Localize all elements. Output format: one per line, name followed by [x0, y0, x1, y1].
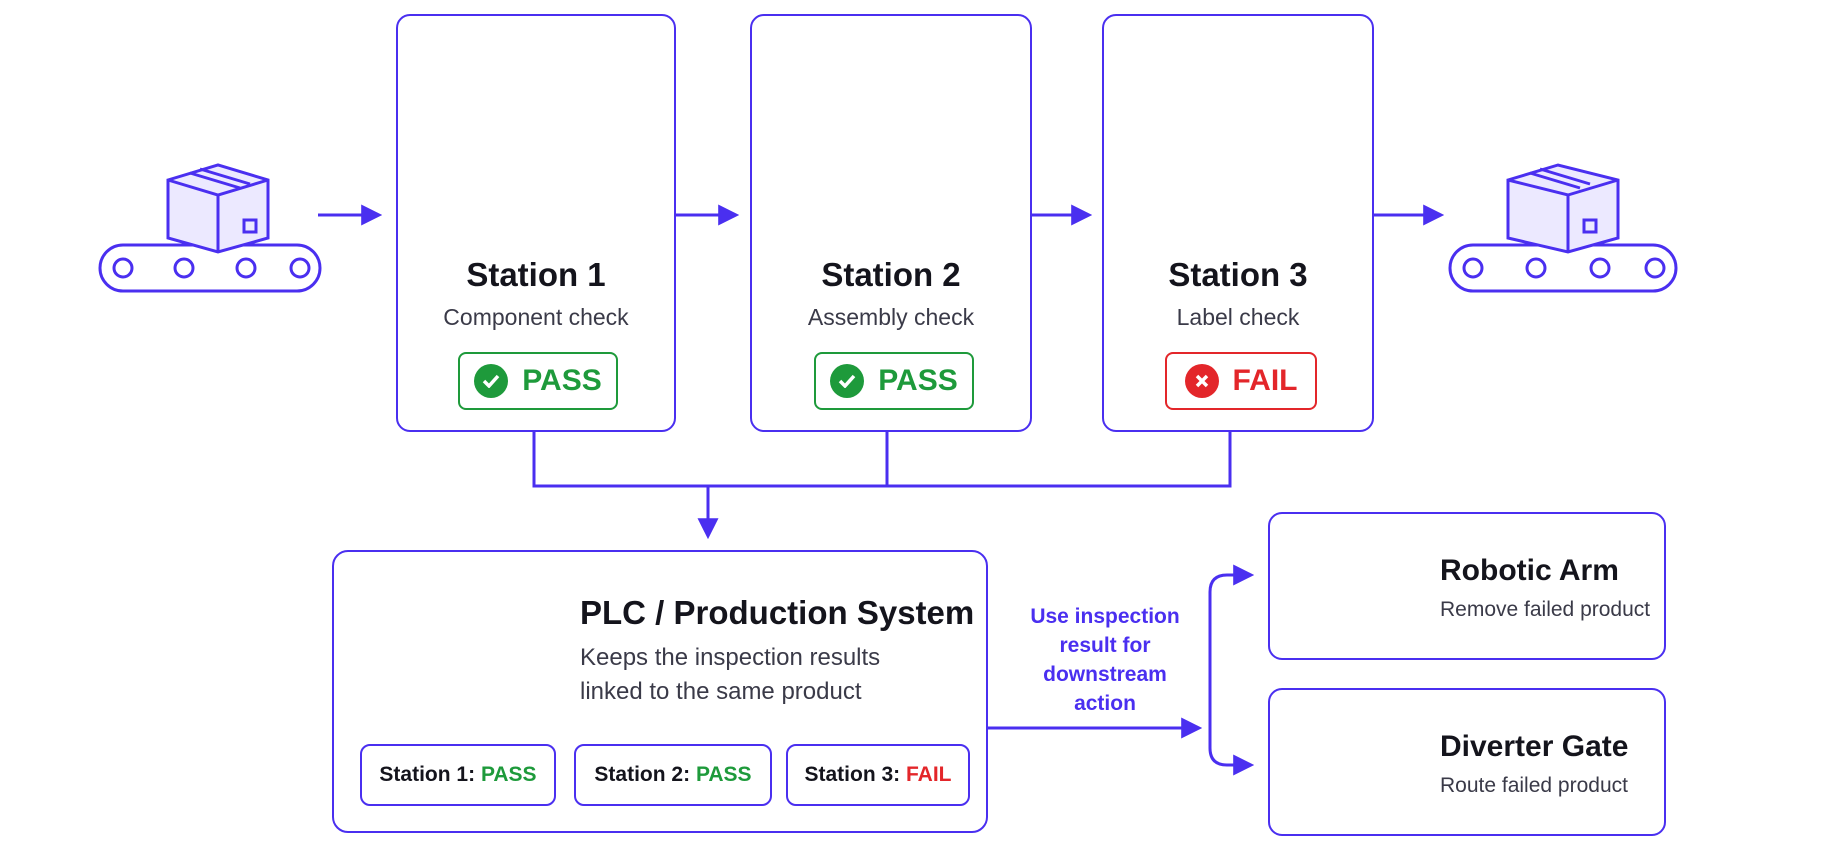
- flow-note-line: Use inspection: [1030, 605, 1180, 628]
- status-badge: FAIL: [1165, 352, 1317, 410]
- result-pill-2: Station 2: PASS: [574, 744, 772, 806]
- flow-note-line: downstream: [1043, 663, 1167, 686]
- input-conveyor-icon: [98, 163, 322, 293]
- status-badge: PASS: [458, 352, 618, 410]
- station-subtitle: Label check: [1176, 304, 1300, 330]
- plc-title: PLC / Production System: [580, 594, 975, 631]
- station-title: Station 3: [1168, 256, 1308, 293]
- x-circle-icon: [1184, 364, 1219, 398]
- action-title: Diverter Gate: [1440, 730, 1629, 763]
- result-label: Station 3:: [804, 763, 901, 786]
- flow-arrows: [318, 204, 1445, 776]
- diverter-gate-card: Diverter Gate Route failed product: [1268, 688, 1666, 836]
- result-label: Station 1:: [379, 763, 476, 786]
- station-card-1: Station 1 Component check PASS: [396, 14, 676, 432]
- status-label: PASS: [878, 364, 958, 397]
- robotic-arm-card: Robotic Arm Remove failed product: [1268, 512, 1666, 660]
- action-subtitle: Route failed product: [1440, 774, 1628, 797]
- plc-description-line-2: linked to the same product: [580, 678, 862, 705]
- check-circle-icon: [474, 364, 509, 398]
- result-status: PASS: [480, 763, 537, 786]
- check-circle-icon: [830, 364, 865, 398]
- result-pill-3: Station 3: FAIL: [786, 744, 970, 806]
- status-badge: PASS: [814, 352, 974, 410]
- flow-note: Use inspection result for downstream act…: [1010, 602, 1200, 718]
- action-subtitle: Remove failed product: [1440, 598, 1651, 621]
- flow-note-line: action: [1074, 692, 1136, 715]
- flow-note-line: result for: [1059, 634, 1151, 657]
- result-label: Station 2:: [594, 763, 691, 786]
- plc-card: PLC / Production System Keeps the inspec…: [332, 550, 988, 833]
- station-card-3: Station 3 Label check FAIL: [1102, 14, 1374, 432]
- station-title: Station 1: [466, 256, 606, 293]
- plc-description-line-1: Keeps the inspection results: [580, 644, 881, 671]
- station-subtitle: Component check: [443, 304, 629, 330]
- station-subtitle: Assembly check: [807, 304, 975, 330]
- action-title: Robotic Arm: [1440, 554, 1619, 587]
- status-label: FAIL: [1232, 364, 1298, 397]
- result-status: PASS: [695, 763, 752, 786]
- status-label: PASS: [522, 364, 602, 397]
- result-pill-1: Station 1: PASS: [360, 744, 556, 806]
- station-card-2: Station 2 Assembly check PASS: [750, 14, 1032, 432]
- result-status: FAIL: [906, 763, 952, 786]
- station-title: Station 2: [821, 256, 961, 293]
- output-conveyor-icon: [1448, 163, 1678, 293]
